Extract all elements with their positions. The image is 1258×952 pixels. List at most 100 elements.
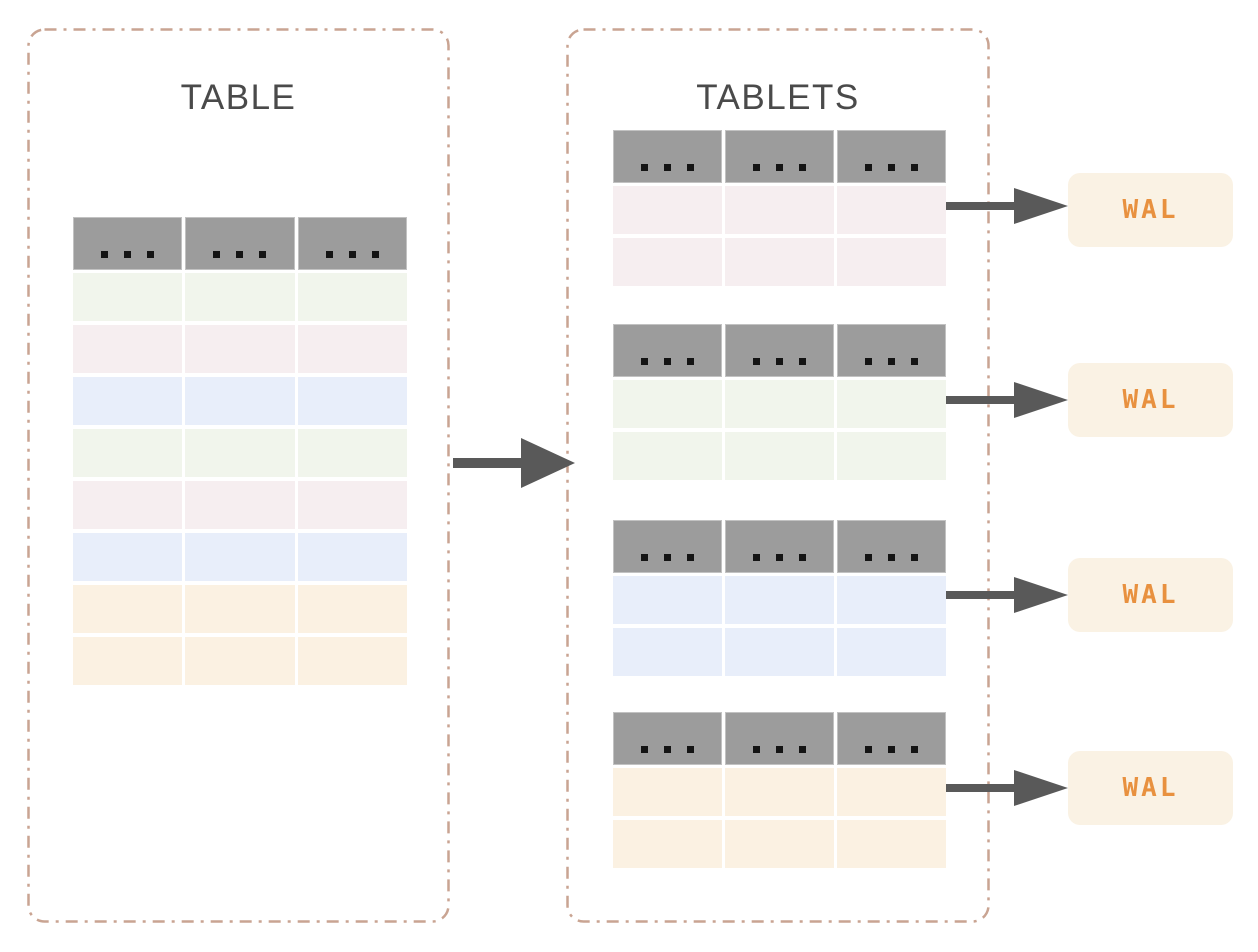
column-header-ellipsis: [185, 217, 295, 270]
table-cell: [837, 576, 946, 624]
column-header-ellipsis: [725, 520, 834, 573]
arrow-head-icon: [1014, 577, 1068, 613]
wal-box-3: WAL: [1068, 558, 1233, 632]
tablet-2-table: [613, 324, 946, 484]
ellipsis-dot-icon: [911, 358, 918, 365]
table-cell: [185, 533, 295, 581]
table-cell: [73, 585, 183, 633]
arrow-shaft: [946, 396, 1018, 404]
ellipsis-dot-icon: [776, 746, 783, 753]
ellipsis-dot-icon: [911, 554, 918, 561]
table-cell: [185, 481, 295, 529]
table-cell: [185, 377, 295, 425]
ellipsis-dot-icon: [865, 554, 872, 561]
ellipsis-dot-icon: [687, 358, 694, 365]
wal-box-1: WAL: [1068, 173, 1233, 247]
tablet-3-table: [613, 520, 946, 680]
table-cell: [613, 238, 722, 286]
table-panel: TABLE: [27, 28, 450, 923]
table-row: [613, 432, 946, 480]
tablets-panel: TABLETS: [566, 28, 990, 923]
ellipsis-dot-icon: [888, 746, 895, 753]
table-cell: [725, 628, 834, 676]
table-header-row: [613, 324, 946, 377]
table-row: [73, 533, 407, 581]
table-cell: [185, 325, 295, 373]
ellipsis-dot-icon: [865, 358, 872, 365]
table-cell: [297, 273, 407, 321]
table-cell: [297, 377, 407, 425]
table-cell: [837, 380, 946, 428]
ellipsis-dot-icon: [641, 164, 648, 171]
table-row: [73, 637, 407, 685]
table-cell: [725, 768, 834, 816]
column-header-ellipsis: [725, 130, 834, 183]
ellipsis-dot-icon: [371, 251, 379, 258]
table-row: [613, 628, 946, 676]
tablet-4-table: [613, 712, 946, 872]
table-cell: [837, 820, 946, 868]
table-row: [613, 238, 946, 286]
ellipsis-dot-icon: [865, 164, 872, 171]
table-cell: [73, 637, 183, 685]
arrow-shaft: [946, 202, 1018, 210]
table-cell: [185, 585, 295, 633]
column-header-ellipsis: [837, 130, 946, 183]
table-cell: [725, 576, 834, 624]
table-cell: [73, 481, 183, 529]
wal-label: WAL: [1122, 580, 1179, 610]
ellipsis-dot-icon: [664, 358, 671, 365]
ellipsis-dot-icon: [259, 251, 267, 258]
table-cell: [297, 637, 407, 685]
ellipsis-dot-icon: [664, 746, 671, 753]
main-table: [73, 217, 407, 689]
table-cell: [73, 429, 183, 477]
ellipsis-dot-icon: [348, 251, 356, 258]
ellipsis-dot-icon: [753, 554, 760, 561]
table-cell: [613, 768, 722, 816]
ellipsis-dot-icon: [687, 746, 694, 753]
table-cell: [613, 576, 722, 624]
arrow-shaft: [946, 591, 1018, 599]
column-header-ellipsis: [837, 324, 946, 377]
table-row: [73, 377, 407, 425]
table-cell: [73, 533, 183, 581]
column-header-ellipsis: [725, 712, 834, 765]
arrow-shaft: [946, 784, 1018, 792]
table-header-row: [613, 130, 946, 183]
table-cell: [185, 429, 295, 477]
wal-label: WAL: [1122, 385, 1179, 415]
table-panel-title: TABLE: [180, 78, 297, 117]
table-cell: [613, 380, 722, 428]
tablets-panel-title: TABLETS: [696, 78, 860, 117]
wal-box-2: WAL: [1068, 363, 1233, 437]
arrow-head-icon: [1014, 382, 1068, 418]
ellipsis-dot-icon: [911, 746, 918, 753]
ellipsis-dot-icon: [325, 251, 333, 258]
table-header-row: [613, 712, 946, 765]
table-row: [613, 186, 946, 234]
table-row: [613, 820, 946, 868]
table-row: [73, 481, 407, 529]
table-cell: [837, 432, 946, 480]
ellipsis-dot-icon: [799, 164, 806, 171]
wal-label: WAL: [1122, 773, 1179, 803]
ellipsis-dot-icon: [753, 164, 760, 171]
table-cell: [73, 325, 183, 373]
column-header-ellipsis: [613, 712, 722, 765]
table-cell: [613, 628, 722, 676]
ellipsis-dot-icon: [888, 164, 895, 171]
ellipsis-dot-icon: [753, 358, 760, 365]
column-header-ellipsis: [837, 712, 946, 765]
ellipsis-dot-icon: [799, 746, 806, 753]
table-cell: [725, 432, 834, 480]
table-cell: [297, 481, 407, 529]
ellipsis-dot-icon: [888, 358, 895, 365]
dashed-border: [27, 28, 450, 923]
table-cell: [837, 628, 946, 676]
table-cell: [297, 429, 407, 477]
table-cell: [297, 585, 407, 633]
column-header-ellipsis: [613, 324, 722, 377]
ellipsis-dot-icon: [799, 358, 806, 365]
ellipsis-dot-icon: [687, 164, 694, 171]
